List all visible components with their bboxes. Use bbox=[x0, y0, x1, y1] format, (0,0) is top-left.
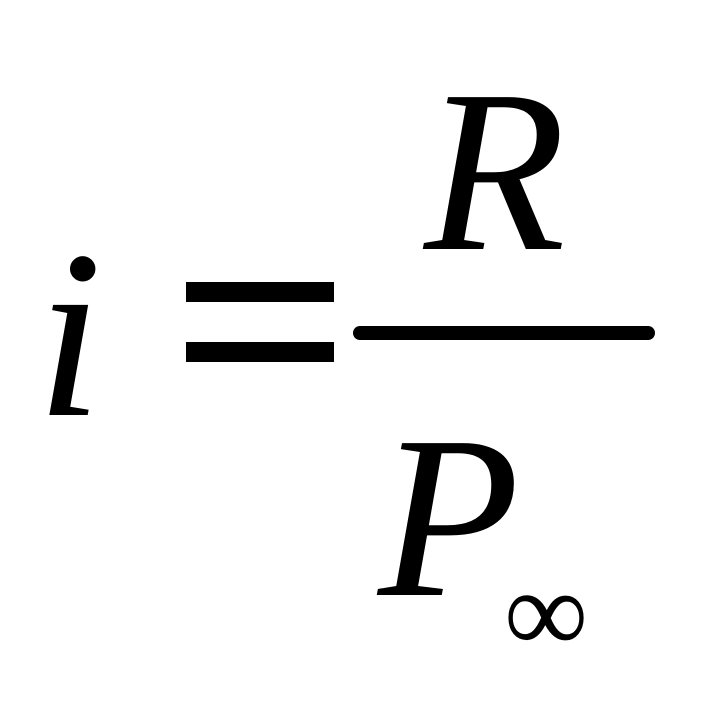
fraction-bar bbox=[353, 326, 655, 340]
lhs-variable: i bbox=[36, 201, 103, 467]
equals-sign-bottom-bar bbox=[186, 342, 334, 362]
fraction-denominator: P bbox=[378, 389, 520, 646]
equals-sign-top-bar bbox=[186, 282, 334, 302]
fraction-numerator: R bbox=[424, 43, 566, 300]
denominator-subscript-infinity: ∞ bbox=[504, 547, 589, 678]
